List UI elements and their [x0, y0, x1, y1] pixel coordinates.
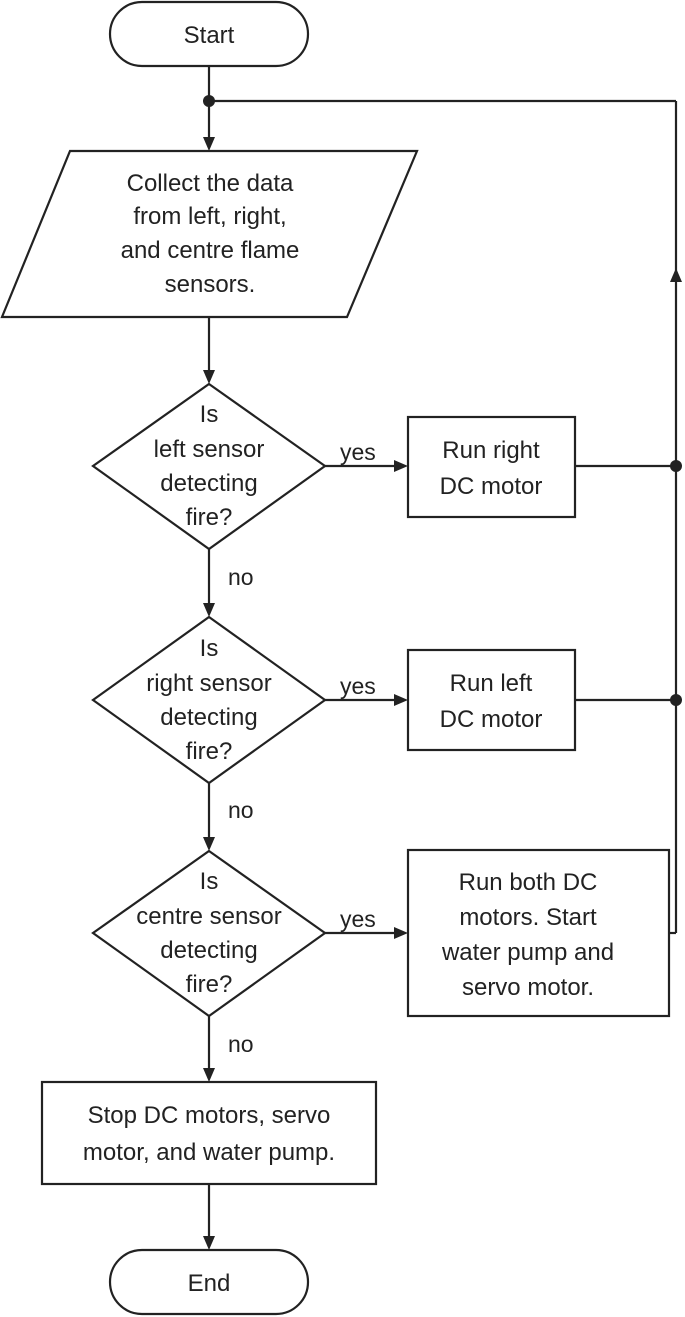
no-label-1: no	[228, 564, 254, 590]
decision-3-line-3: detecting	[160, 937, 257, 964]
decision-left-sensor: Is left sensor detecting fire?	[91, 382, 327, 551]
action-1-line-1: Run right	[442, 437, 540, 464]
input-line-4: sensors.	[165, 271, 256, 298]
decision-2-line-3: detecting	[160, 704, 257, 731]
decision-1-line-4: fire?	[186, 504, 233, 531]
collect-data-input: Collect the data from left, right, and c…	[0, 149, 419, 319]
decision-centre-sensor: Is centre sensor detecting fire?	[91, 849, 327, 1018]
decision-3-line-1: Is	[200, 868, 219, 895]
junction-dot-top	[203, 95, 215, 107]
action-run-both-motors: Run both DC motors. Start water pump and…	[406, 848, 671, 1018]
stop-all-process: Stop DC motors, servo motor, and water p…	[40, 1080, 378, 1186]
decision-3-line-4: fire?	[186, 971, 233, 998]
yes-connectors	[325, 460, 408, 939]
action-3-line-4: servo motor.	[462, 974, 594, 1001]
decision-right-sensor: Is right sensor detecting fire?	[91, 615, 327, 785]
yes-label-1: yes	[340, 439, 376, 465]
start-label: Start	[184, 22, 235, 49]
action-3-line-2: motors. Start	[459, 904, 597, 931]
branch-labels: yes yes yes no no no	[228, 439, 376, 1057]
junction-dot-2	[670, 694, 682, 706]
action-3-line-3: water pump and	[441, 939, 614, 966]
no-label-2: no	[228, 797, 254, 823]
input-line-2: from left, right,	[133, 203, 286, 230]
input-line-1: Collect the data	[127, 170, 294, 197]
input-line-3: and centre flame	[121, 237, 300, 264]
decision-3-line-2: centre sensor	[136, 903, 281, 930]
yes-label-2: yes	[340, 673, 376, 699]
decision-2-line-4: fire?	[186, 738, 233, 765]
action-3-line-1: Run both DC	[459, 869, 598, 896]
junction-dot-1	[670, 460, 682, 472]
action-run-left-motor: Run left DC motor	[406, 648, 577, 752]
action-2-line-1: Run left	[450, 670, 533, 697]
yes-label-3: yes	[340, 906, 376, 932]
decision-2-line-1: Is	[200, 635, 219, 662]
action-2-line-2: DC motor	[440, 706, 543, 733]
decision-1-line-2: left sensor	[154, 436, 265, 463]
end-terminator: End	[108, 1248, 310, 1316]
decision-1-line-3: detecting	[160, 470, 257, 497]
start-terminator: Start	[108, 0, 310, 68]
decision-1-line-1: Is	[200, 401, 219, 428]
action-1-line-2: DC motor	[440, 473, 543, 500]
end-label: End	[188, 1270, 231, 1297]
action-run-right-motor: Run right DC motor	[406, 415, 577, 519]
stop-line-1: Stop DC motors, servo	[88, 1102, 331, 1129]
no-label-3: no	[228, 1031, 254, 1057]
stop-line-2: motor, and water pump.	[83, 1139, 335, 1166]
decision-2-line-2: right sensor	[146, 670, 271, 697]
loop-back-connector	[203, 95, 682, 935]
